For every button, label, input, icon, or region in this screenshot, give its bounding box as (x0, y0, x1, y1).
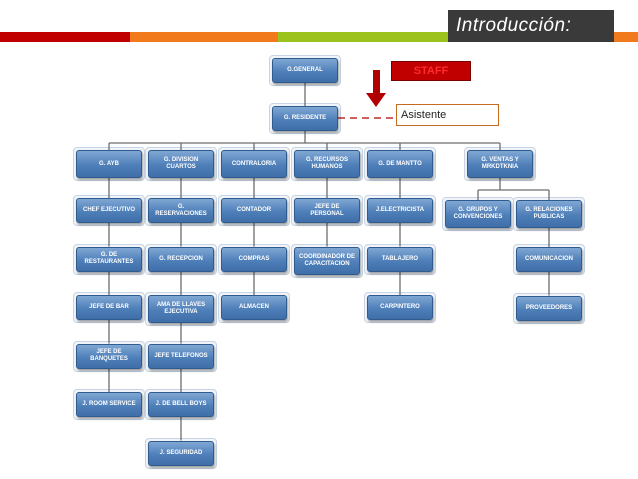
dept-1-child-1: CHEF EJECUTIVO (73, 195, 145, 226)
staff-box: STAFF (391, 61, 471, 81)
dept-2-child-2: G. RECEPCION (145, 243, 217, 275)
slide-title: Introducción: (448, 10, 614, 42)
node-dept-2: G. DIVISION CUARTOS (145, 147, 217, 181)
arrow-head-icon (366, 93, 386, 107)
dept-1-child-4: JEFE DE BANQUETES (73, 340, 145, 372)
dept-2-child-1: G. RESERVACIONES (145, 195, 217, 226)
dept-1-child-3: JEFE DE BAR (73, 292, 145, 323)
dept-2-child-4: JEFE TELEFONOS (145, 340, 217, 372)
node-dept-1: G. AYB (73, 147, 145, 181)
dept-1-child-2: G. DE RESTAURANTES (73, 243, 145, 275)
stripe-orange (130, 32, 278, 42)
stripe-red (0, 32, 130, 42)
arrow-down-icon (373, 70, 380, 94)
node-dept-6: G. VENTAS Y MRKDTKNIA (464, 147, 536, 181)
stripe-orange-end (614, 32, 638, 42)
node-ventas-sub-1: G. GRUPOS Y CONVENCIONES (442, 197, 514, 231)
node-residente: G. RESIDENTE (269, 103, 341, 134)
dept-2-child-3: AMA DE LLAVES EJECUTIVA (145, 292, 217, 326)
dept-5-child-2: TABLAJERO (364, 243, 436, 275)
dept-4-child-1: JEFE DE PERSONAL (291, 195, 363, 226)
node-ventas-sub-2: G. RELACIONES PUBLICAS (513, 197, 585, 231)
dept-2-child-5: J. DE BELL BOYS (145, 389, 217, 420)
node-dept-5: G. DE MANTTO (364, 147, 436, 181)
node-dept-3: CONTRALORIA (218, 147, 290, 181)
assistant-box: Asistente (396, 104, 499, 126)
dept-4-child-2: COORDINADOR DE CAPACITACION (291, 243, 363, 278)
node-general: G.GENERAL (269, 55, 341, 86)
node-dept-4: G. RECURSOS HUMANOS (291, 147, 363, 181)
dept-5-child-1: J.ELECTRICISTA (364, 195, 436, 226)
dept-3-child-2: COMPRAS (218, 243, 290, 275)
stripe-green (278, 32, 448, 42)
dept-3-child-1: CONTADOR (218, 195, 290, 226)
dept-1-child-5: J. ROOM SERVICE (73, 389, 145, 420)
ventas-sub-2-child-2: PROVEEDORES (513, 292, 585, 324)
dept-5-child-3: CARPINTERO (364, 292, 436, 323)
dept-2-child-6: J. SEGURIDAD (145, 437, 217, 469)
dept-3-child-3: ALMACEN (218, 292, 290, 323)
ventas-sub-2-child-1: COMUNICACION (513, 244, 585, 275)
